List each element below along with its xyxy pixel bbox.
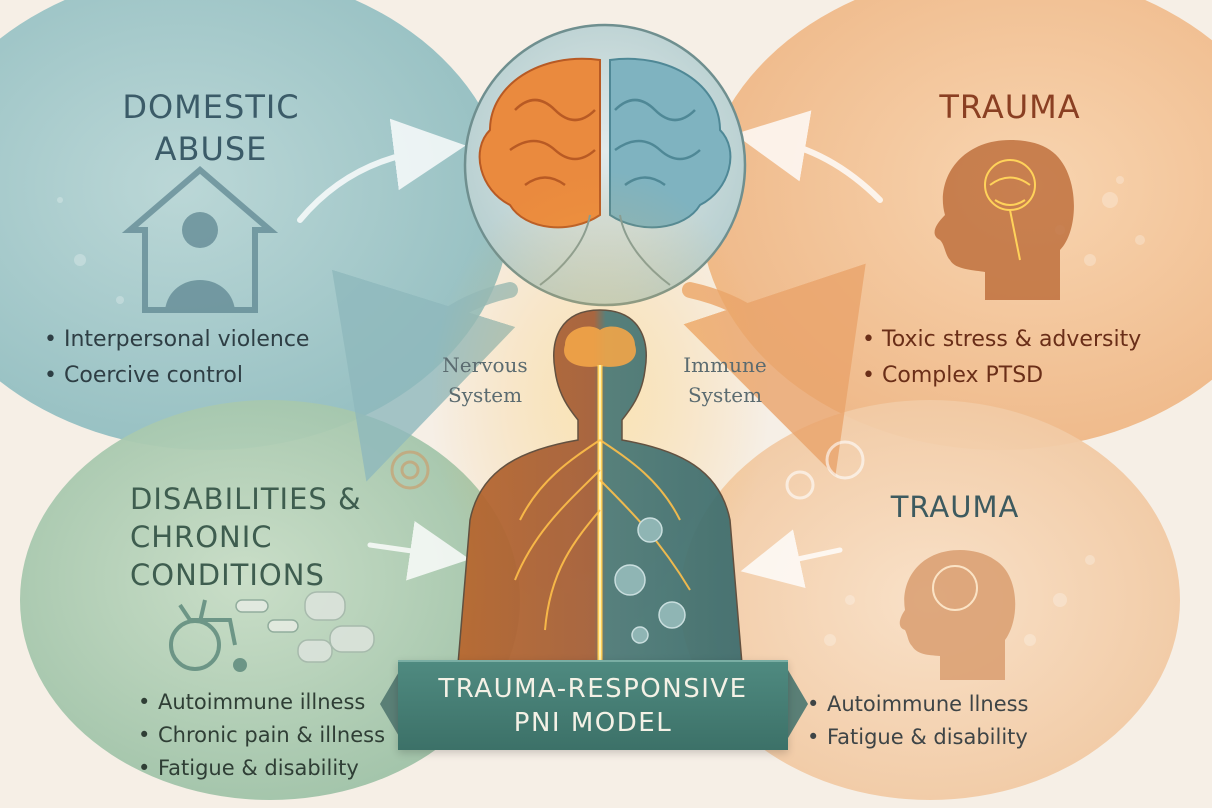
title-line: CHRONIC: [130, 520, 273, 554]
banner-line-2: PNI MODEL: [513, 708, 673, 738]
arrow-trauma-to-body: [740, 529, 843, 589]
label-line: Nervous: [442, 353, 528, 377]
bullet-item: Interpersonal violence: [42, 322, 309, 358]
arrow-conditions-to-body: [367, 521, 470, 581]
label-line: System: [447, 383, 523, 407]
texture-dots: [57, 176, 1145, 646]
immune-system-label: Immune System: [660, 350, 790, 410]
head-profile-icon: [899, 550, 1016, 680]
bullet-item: Autoimmune llness: [805, 688, 1029, 721]
title-line: DISABILITIES &: [130, 482, 362, 516]
title-line: CONDITIONS: [130, 558, 325, 592]
banner-tail-left: [380, 670, 400, 738]
banner-tail-right: [788, 670, 808, 738]
house-person-icon: [121, 166, 279, 313]
panel-bottom-left-title: DISABILITIES & CHRONIC CONDITIONS: [130, 480, 390, 594]
bullet-item: Fatigue & disability: [136, 752, 385, 785]
model-title-banner: TRAUMA-RESPONSIVE PNI MODEL: [398, 660, 788, 750]
arrow-trauma-to-brain: [734, 110, 883, 203]
head-neural-icon: [934, 140, 1074, 300]
bullet-item: Complex PTSD: [860, 358, 1141, 394]
bullet-item: Coercive control: [42, 358, 309, 394]
panel-top-left-bullets: Interpersonal violence Coercive control: [42, 322, 309, 394]
panel-bottom-left-bullets: Autoimmune illness Chronic pain & illnes…: [136, 686, 385, 785]
panel-bottom-right-title: TRAUMA: [890, 490, 1020, 524]
banner-line-1: TRAUMA-RESPONSIVE: [438, 674, 748, 704]
bullet-item: Toxic stress & adversity: [860, 322, 1141, 358]
title-line: DOMESTIC: [122, 88, 300, 126]
bullet-item: Chronic pain & illness: [136, 719, 385, 752]
gear-cells-right: [785, 440, 865, 500]
label-line: System: [687, 383, 763, 407]
nervous-system-label: Nervous System: [420, 350, 550, 410]
title-line: ABUSE: [154, 130, 268, 168]
arrow-abuse-to-brain: [297, 118, 466, 223]
human-figure: [430, 170, 770, 701]
gear-cells-left: [390, 450, 430, 490]
bullet-item: Fatigue & disability: [805, 721, 1029, 754]
bullet-item: Autoimmune illness: [136, 686, 385, 719]
panel-bottom-right-bullets: Autoimmune llness Fatigue & disability: [805, 688, 1029, 754]
immune-cells-icon: [614, 517, 686, 644]
panel-top-left-title: DOMESTIC ABUSE: [96, 86, 326, 170]
panel-top-right-bullets: Toxic stress & adversity Complex PTSD: [860, 322, 1141, 394]
panel-top-right-title: TRAUMA: [939, 88, 1081, 126]
label-line: Immune: [683, 353, 767, 377]
wheelchair-pills-icon: [169, 591, 375, 672]
